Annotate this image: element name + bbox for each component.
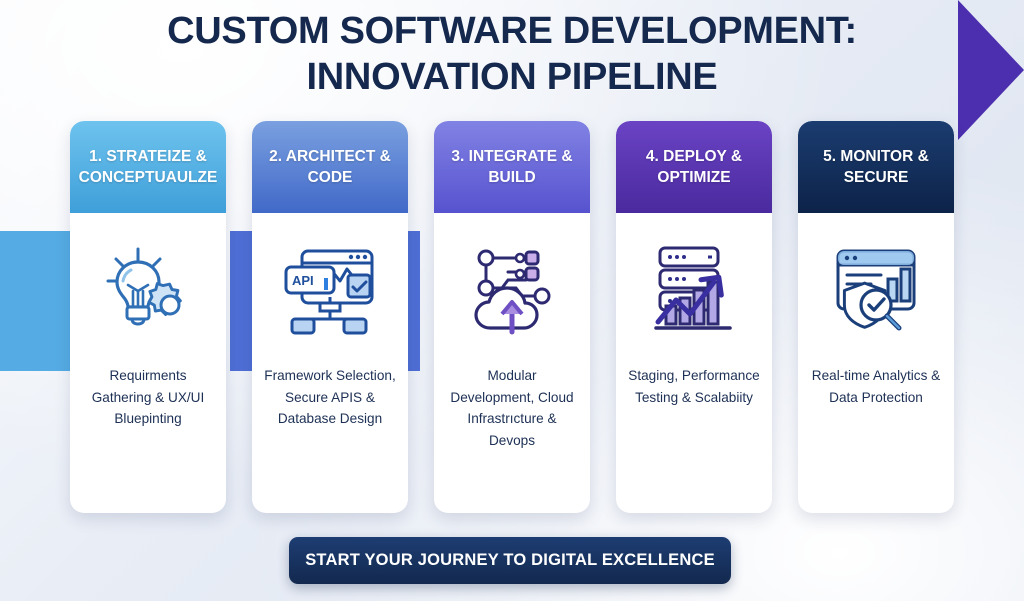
title-line-2: INNOVATION PIPELINE [306,56,718,98]
stage-card-4-description: Staging, Performance Testing & Scalabiit… [628,368,760,405]
cta-button[interactable]: START YOUR JOURNEY TO DIGITAL EXCELLENCE [289,537,731,584]
stage-card-1-title: 1. STRATEIZE & CONCEPTUAULZE [78,148,218,186]
stage-card-list: 1. STRATEIZE & CONCEPTUAULZE [70,121,954,513]
stage-card-2-description: Framework Selection, Secure APIS & Datab… [264,368,396,426]
stage-card-5-header: 5. MONITOR & SECURE [798,121,954,213]
stage-card-3[interactable]: 3. INTEGRATE & BUILD [434,121,590,513]
stage-card-1-description: Requirments Gathering & UX/UI Bluepintin… [91,368,205,426]
stage-card-2-title: 2. ARCHITECT & CODE [269,148,391,186]
svg-text:API: API [292,273,314,288]
stage-card-5[interactable]: 5. MONITOR & SECURE [798,121,954,513]
stage-card-3-header: 3. INTEGRATE & BUILD [434,121,590,213]
api-browser-workflow-icon: API [252,213,408,365]
stage-card-1[interactable]: 1. STRATEIZE & CONCEPTUAULZE [70,121,226,513]
flow-band-left-segment [0,231,75,371]
stage-card-5-title: 5. MONITOR & SECURE [823,148,929,186]
stage-card-4-title: 4. DEPLOY & OPTIMIZE [645,148,743,186]
dashboard-shield-magnifier-icon [798,213,954,365]
stage-card-4[interactable]: 4. DEPLOY & OPTIMIZE [616,121,772,513]
stage-card-2[interactable]: 2. ARCHITECT & CODE API [252,121,408,513]
stage-card-5-description: Real-time Analytics & Data Protection [811,368,941,405]
stage-card-1-header: 1. STRATEIZE & CONCEPTUAULZE [70,121,226,213]
stage-card-2-header: 2. ARCHITECT & CODE [252,121,408,213]
stage-card-3-title: 3. INTEGRATE & BUILD [451,148,573,186]
lightbulb-gear-icon [70,213,226,365]
stage-card-3-description: Modular Development, Cloud Infrastrıctur… [450,368,574,448]
stage-card-4-header: 4. DEPLOY & OPTIMIZE [616,121,772,213]
title-line-1: CUSTOM SOFTWARE DEVELOPMENT: [167,10,857,52]
cloud-upload-network-icon [434,213,590,365]
cta-button-label: START YOUR JOURNEY TO DIGITAL EXCELLENCE [305,551,715,569]
server-growth-chart-icon [616,213,772,365]
page-title: CUSTOM SOFTWARE DEVELOPMENT: INNOVATION … [0,8,1024,100]
